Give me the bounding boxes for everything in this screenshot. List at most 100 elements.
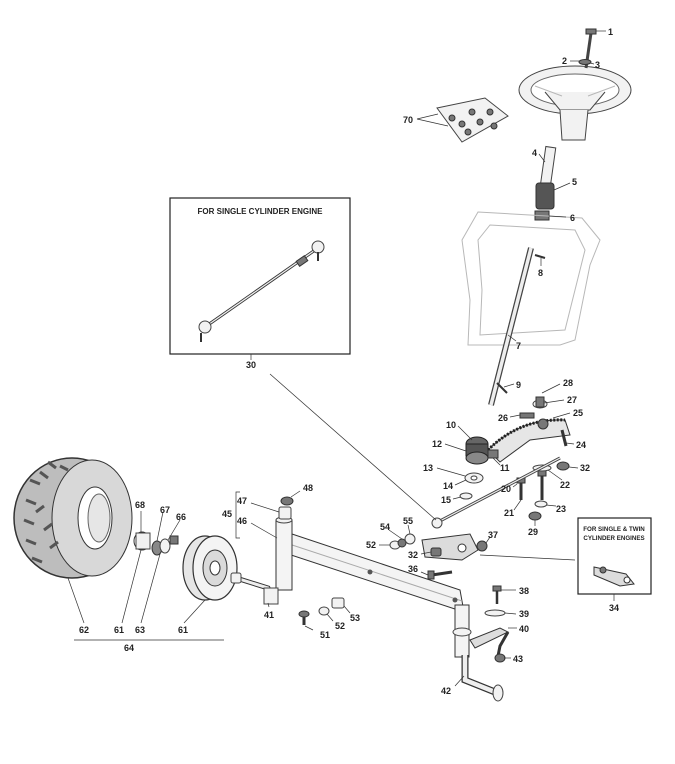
nut-48 xyxy=(280,496,294,506)
callout-64: 64 xyxy=(124,643,134,653)
inset-twin-title-1: FOR SINGLE & TWIN xyxy=(583,526,645,533)
callout-39: 39 xyxy=(519,609,529,619)
callout-66: 66 xyxy=(176,512,186,522)
nut-32-left xyxy=(430,547,442,557)
callout-53: 53 xyxy=(350,613,360,623)
callout-2: 2 xyxy=(562,56,567,66)
dashboard-frame xyxy=(461,211,601,346)
inset-twin-cylinder: FOR SINGLE & TWIN CYLINDER ENGINES xyxy=(577,517,652,595)
callout-36: 36 xyxy=(408,564,418,574)
callout-14: 14 xyxy=(443,481,453,491)
callout-61-right: 61 xyxy=(178,625,188,635)
callout-41: 41 xyxy=(264,610,274,620)
washer-52-lower xyxy=(318,606,330,616)
drag-link xyxy=(431,456,561,529)
steering-shaft xyxy=(488,247,534,406)
callout-38: 38 xyxy=(519,586,529,596)
bolt-38 xyxy=(492,585,502,604)
callout-45: 45 xyxy=(222,509,232,519)
callout-30: 30 xyxy=(246,360,256,370)
spacer-53 xyxy=(331,597,345,609)
washer xyxy=(459,492,473,500)
callout-40: 40 xyxy=(519,624,529,634)
callout-54: 54 xyxy=(380,522,390,532)
callout-8: 8 xyxy=(538,268,543,278)
callout-24: 24 xyxy=(576,440,586,450)
steering-arm-twin xyxy=(593,566,635,587)
inset-twin-title-2: CYLINDER ENGINES xyxy=(583,535,644,542)
callout-47: 47 xyxy=(237,496,247,506)
callout-13: 13 xyxy=(423,463,433,473)
bushing-47 xyxy=(278,506,292,520)
tire xyxy=(13,457,133,579)
callout-25: 25 xyxy=(573,408,583,418)
callout-48: 48 xyxy=(303,483,313,493)
bolt-24 xyxy=(560,429,568,447)
bolt-36 xyxy=(427,570,453,580)
flange-bushing xyxy=(464,472,484,484)
bearing-68 xyxy=(133,531,151,551)
callout-32-right: 32 xyxy=(580,463,590,473)
callout-46: 46 xyxy=(237,516,247,526)
callout-1: 1 xyxy=(608,27,613,37)
callout-4: 4 xyxy=(532,148,537,158)
washer-39 xyxy=(484,609,506,617)
callout-52-upper: 52 xyxy=(366,540,376,550)
callout-20: 20 xyxy=(501,484,511,494)
steering-shaft-upper xyxy=(539,145,557,189)
callout-21: 21 xyxy=(504,508,514,518)
callout-9: 9 xyxy=(516,380,521,390)
wheel-rim xyxy=(182,535,242,601)
cap-55 xyxy=(404,533,416,545)
spindle-right xyxy=(461,655,504,702)
bolt-51 xyxy=(298,610,310,625)
callout-28: 28 xyxy=(563,378,573,388)
bushing xyxy=(535,182,555,210)
pin xyxy=(496,382,508,394)
callout-7: 7 xyxy=(516,341,521,351)
callout-62: 62 xyxy=(79,625,89,635)
tie-rod-single xyxy=(198,240,325,342)
hardware-kit xyxy=(436,97,509,143)
nut-29 xyxy=(528,511,542,521)
callout-11: 11 xyxy=(500,463,510,473)
washer-23 xyxy=(534,500,548,508)
callout-37: 37 xyxy=(488,530,498,540)
callout-51: 51 xyxy=(320,630,330,640)
callout-labels: 1 2 3 70 4 5 6 8 7 9 28 27 xyxy=(67,27,613,696)
steering-bolt xyxy=(578,28,597,69)
callout-68: 68 xyxy=(135,500,145,510)
axle-pivot-right xyxy=(452,604,472,658)
callout-32-left: 32 xyxy=(408,550,418,560)
callout-22: 22 xyxy=(560,480,570,490)
nut-32-right xyxy=(556,461,570,471)
callout-34: 34 xyxy=(609,603,619,613)
callout-23: 23 xyxy=(556,504,566,514)
steering-arm-plate xyxy=(421,533,479,561)
callout-61-left: 61 xyxy=(114,625,124,635)
inset-single-cylinder-title: FOR SINGLE CYLINDER ENGINE xyxy=(198,207,324,216)
callout-3: 3 xyxy=(595,60,600,70)
inset-single-cylinder: FOR SINGLE CYLINDER ENGINE xyxy=(169,197,351,355)
sector-gear-bolt xyxy=(537,469,547,500)
nut-43 xyxy=(494,653,506,663)
callout-63: 63 xyxy=(135,625,145,635)
pinion-gear xyxy=(465,436,499,465)
fitting-grease xyxy=(169,535,179,545)
callout-12: 12 xyxy=(432,439,442,449)
spindle-left xyxy=(235,575,279,605)
callout-52-lower: 52 xyxy=(335,621,345,631)
steering-wheel xyxy=(518,65,632,141)
callout-10: 10 xyxy=(446,420,456,430)
callout-42: 42 xyxy=(441,686,451,696)
callout-27: 27 xyxy=(567,395,577,405)
callout-26: 26 xyxy=(498,413,508,423)
bushing-66 xyxy=(159,538,171,554)
callout-15: 15 xyxy=(441,495,451,505)
callout-55: 55 xyxy=(403,516,413,526)
callout-6: 6 xyxy=(570,213,575,223)
axle-pivot-left xyxy=(275,516,293,591)
callout-43: 43 xyxy=(513,654,523,664)
roll-pin xyxy=(534,254,546,259)
